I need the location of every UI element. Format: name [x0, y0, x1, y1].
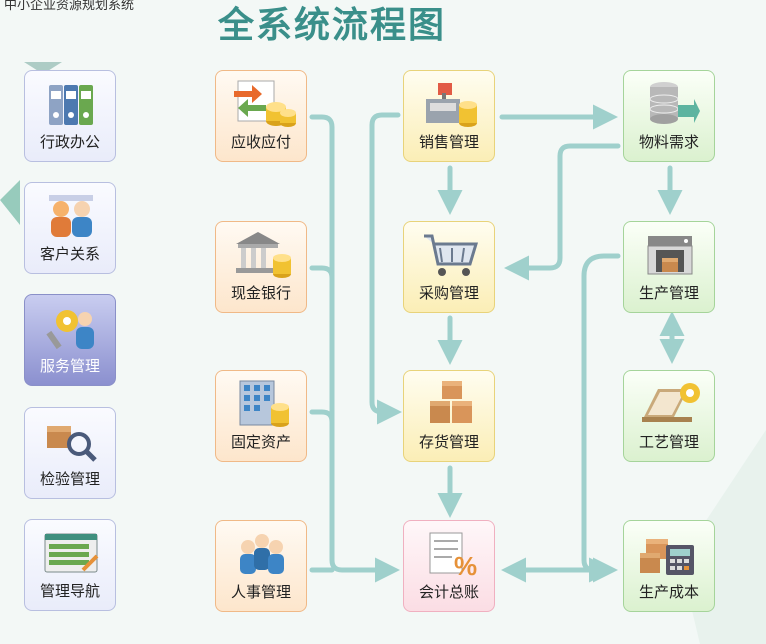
flow-receivable: [309, 114, 400, 583]
module-inventory[interactable]: 存货管理: [403, 370, 495, 462]
inspection-icon: [47, 426, 97, 462]
module-fixed-assets[interactable]: 固定资产: [215, 370, 307, 462]
flow-assets: [309, 409, 335, 425]
module-label: 生产成本: [638, 583, 699, 601]
module-label: 生产管理: [638, 284, 699, 302]
app-title: 中小企业资源规划系统: [4, 0, 135, 13]
calculator-box-icon: [640, 539, 694, 575]
module-label: 现金银行: [230, 284, 291, 302]
binders-icon: [49, 85, 93, 125]
module-label: 会计总账: [418, 583, 479, 601]
module-material-demand[interactable]: 物料需求: [623, 70, 715, 162]
sidebar-item-navigation[interactable]: 管理导航: [24, 519, 116, 611]
module-label: 物料需求: [638, 133, 699, 151]
sidebar-item-label: 客户关系: [39, 245, 100, 263]
laptop-gear-icon: [642, 383, 700, 422]
page-title: 全系统流程图: [218, 5, 447, 46]
gear-user-icon: [46, 310, 94, 350]
module-label: 工艺管理: [638, 433, 699, 451]
module-label: 固定资产: [230, 433, 291, 451]
money-transfer-icon: [234, 80, 296, 127]
module-label: 采购管理: [418, 284, 479, 302]
sidebar-item-service-management[interactable]: 服务管理: [24, 294, 116, 386]
module-label: 人事管理: [230, 583, 291, 601]
sidebar-item-label: 服务管理: [39, 357, 100, 375]
flow-material-purchase: [504, 143, 621, 281]
navigation-icon: [44, 533, 99, 573]
flow-cash: [309, 265, 335, 281]
module-production-cost[interactable]: 生产成本: [623, 520, 715, 612]
module-label: 存货管理: [418, 433, 479, 451]
module-general-ledger[interactable]: % 会计总账: [403, 520, 495, 612]
building-icon: [239, 380, 289, 427]
module-purchase[interactable]: 采购管理: [403, 221, 495, 313]
people-icon: [240, 534, 284, 574]
flow-sales-inventory: [369, 112, 402, 425]
module-production-management[interactable]: 生产管理: [623, 221, 715, 313]
sidebar-item-label: 行政办公: [39, 133, 100, 151]
module-process-management[interactable]: 工艺管理: [623, 370, 715, 462]
module-label: 应收应付: [230, 133, 291, 151]
sidebar-item-inspection[interactable]: 检验管理: [24, 407, 116, 499]
database-icon: [649, 82, 700, 124]
module-label: 销售管理: [418, 133, 479, 151]
sidebar-item-admin-office[interactable]: 行政办公: [24, 70, 116, 162]
ledger-percent-icon: %: [429, 532, 477, 581]
factory-icon: [647, 236, 693, 275]
module-cash-bank[interactable]: 现金银行: [215, 221, 307, 313]
flow-production-cost: [581, 253, 621, 583]
shopping-cart-icon: [424, 234, 479, 276]
users-icon: [49, 195, 93, 237]
sidebar-item-label: 检验管理: [39, 470, 100, 488]
cash-register-icon: [426, 83, 477, 127]
module-sales[interactable]: 销售管理: [403, 70, 495, 162]
module-receivable-payable[interactable]: 应收应付: [215, 70, 307, 162]
sidebar-item-customer-relations[interactable]: 客户关系: [24, 182, 116, 274]
module-human-resources[interactable]: 人事管理: [215, 520, 307, 612]
sidebar-item-label: 管理导航: [39, 582, 100, 600]
bank-icon: [236, 232, 291, 278]
boxes-icon: [430, 381, 472, 423]
svg-text:%: %: [454, 551, 477, 581]
